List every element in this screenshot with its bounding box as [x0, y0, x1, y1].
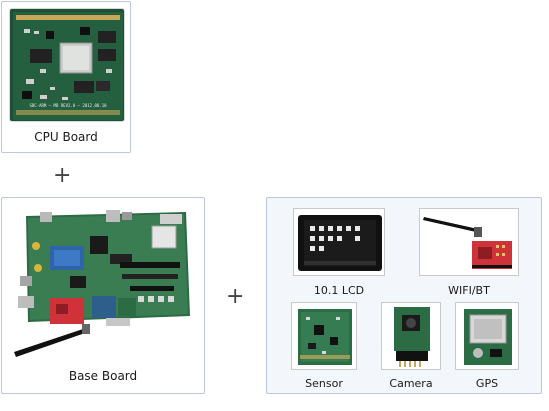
- cpu-board-silkscreen: SBC-ARM ⋯ MB REV2.0 ⋯ 2012.08.10: [29, 103, 107, 108]
- cpu-board-label: CPU Board: [34, 130, 98, 144]
- gps-module-image[interactable]: [455, 302, 519, 370]
- base-board-label: Base Board: [68, 369, 138, 383]
- lcd-module-label: 10.1 LCD: [313, 284, 365, 297]
- gps-module-label: GPS: [475, 377, 499, 390]
- sensor-module-image[interactable]: [291, 302, 357, 370]
- base-board-card[interactable]: Base Board: [1, 197, 205, 394]
- wifi-bt-module-image[interactable]: [419, 208, 519, 276]
- wifi-bt-module-label: WIFI/BT: [448, 284, 490, 297]
- modules-card: 10.1 LCD WIFI/BT Sensor: [266, 197, 542, 394]
- plus-sign-horizontal: +: [226, 284, 245, 309]
- camera-module-label: Camera: [389, 377, 433, 390]
- lcd-module-image[interactable]: [293, 208, 385, 276]
- cpu-board-image: SBC-ARM ⋯ MB REV2.0 ⋯ 2012.08.10: [9, 8, 125, 122]
- camera-module-image[interactable]: [381, 302, 441, 370]
- plus-sign-vertical: +: [53, 163, 72, 188]
- base-board-image: [10, 206, 198, 364]
- sensor-module-label: Sensor: [305, 377, 343, 390]
- cpu-board-card[interactable]: SBC-ARM ⋯ MB REV2.0 ⋯ 2012.08.10 CPU Boa…: [1, 1, 131, 153]
